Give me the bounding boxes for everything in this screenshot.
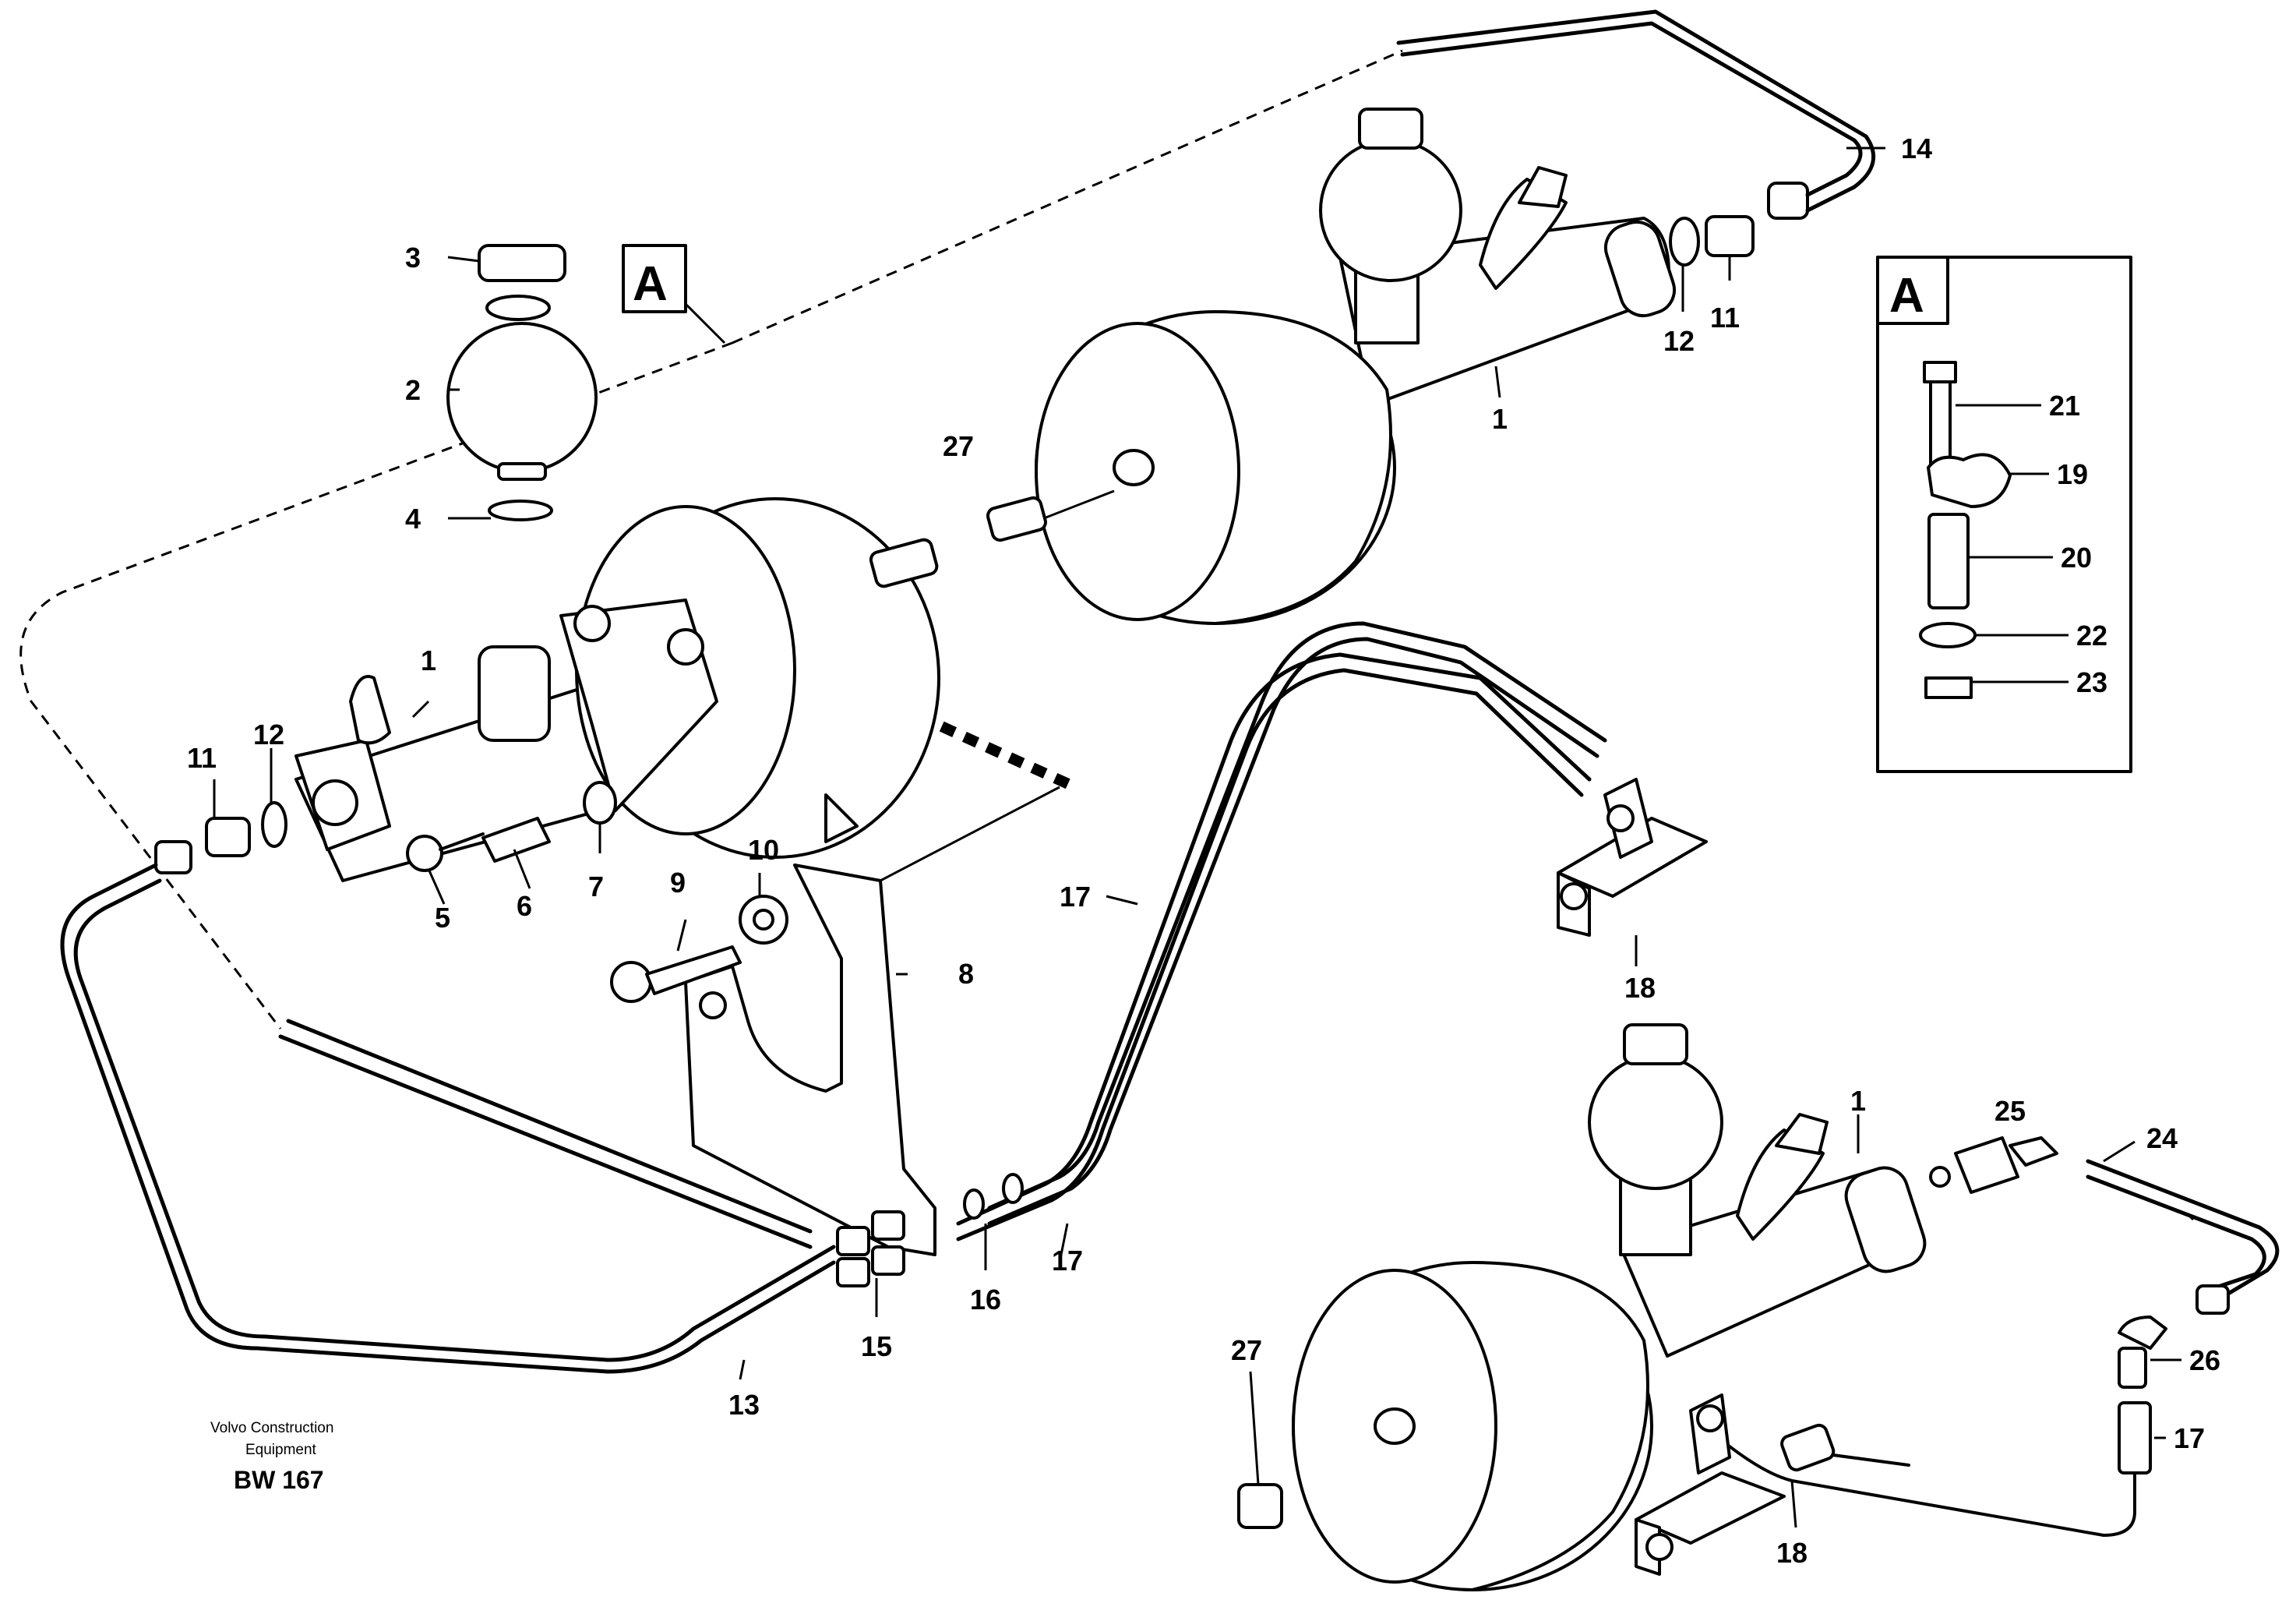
small-parts-5-6-7: [406, 781, 617, 872]
bracket-18-lower: [1635, 1393, 1836, 1576]
callout-18-lower: 18: [1776, 1537, 1808, 1569]
master-cylinder-left: [294, 244, 940, 882]
callout-leaders: [213, 147, 2195, 1528]
callout-12-left: 12: [253, 719, 284, 750]
pipes-17-middle: [956, 621, 1607, 1241]
view-marker-a: A: [622, 244, 687, 313]
callout-17-lower: 17: [1052, 1245, 1083, 1277]
inset-a: A: [1876, 256, 2132, 773]
callout-24: 24: [2146, 1122, 2178, 1154]
callout-11-right: 11: [1710, 302, 1740, 334]
callout-19: 19: [2057, 458, 2088, 490]
view-marker-letter: A: [633, 257, 668, 311]
callout-26: 26: [2189, 1344, 2220, 1376]
bracket-18-upper: [1557, 778, 1708, 937]
callout-27-bottom: 27: [1231, 1334, 1262, 1366]
caption: Volvo Construction Equipment BW 167: [210, 1420, 333, 1494]
marker-a-pointer: [680, 298, 726, 344]
callout-16: 16: [970, 1284, 1001, 1316]
brake-cylinder-bottom: [1292, 1023, 1927, 1591]
callout-8: 8: [958, 958, 974, 990]
callout-10: 10: [748, 834, 779, 866]
callouts: 3 2 4 1 11 12 5 6 7 9 10 8 27 14 12 11 1…: [187, 132, 2220, 1569]
callout-27-top: 27: [943, 430, 974, 462]
callout-6: 6: [517, 890, 532, 922]
callout-18-upper: 18: [1624, 972, 1656, 1004]
callout-25: 25: [1994, 1095, 2026, 1127]
callout-17-right: 17: [2174, 1422, 2205, 1454]
callout-23: 23: [2076, 666, 2107, 698]
callout-20: 20: [2061, 542, 2092, 574]
pipe-13: [60, 863, 836, 1374]
callout-7: 7: [588, 871, 604, 902]
bracket-8: [610, 863, 936, 1256]
left-fittings: [154, 801, 287, 874]
fittings-27-top: [869, 489, 1115, 588]
bottom-fittings: [1712, 1136, 2280, 1537]
fitting-27-bottom: [1237, 1483, 1283, 1529]
callout-9: 9: [670, 867, 686, 899]
caption-code: BW 167: [234, 1466, 324, 1494]
inset-title: A: [1889, 269, 1924, 323]
caption-line-2: Equipment: [245, 1442, 317, 1458]
callout-13: 13: [728, 1389, 760, 1421]
callout-14: 14: [1901, 132, 1932, 164]
callout-4: 4: [405, 503, 421, 535]
fittings-15-16: [836, 1173, 1024, 1287]
callout-21: 21: [2049, 390, 2080, 422]
callout-2: 2: [405, 374, 421, 406]
bracket-leader-line: [880, 786, 1060, 882]
callout-1-bottom: 1: [1850, 1085, 1866, 1117]
callout-5: 5: [435, 902, 450, 934]
callout-12-right: 12: [1663, 325, 1695, 357]
callout-15: 15: [861, 1330, 892, 1362]
callout-17-middle: 17: [1060, 881, 1091, 913]
callout-11-left: 11: [187, 742, 217, 774]
callout-1-top: 1: [1492, 403, 1508, 435]
view-dashed-line: [19, 49, 1403, 1029]
brake-cylinder-top: [1035, 108, 1677, 625]
callout-1-left: 1: [421, 645, 436, 676]
caption-line-1: Volvo Construction: [210, 1420, 333, 1436]
top-fittings: [1396, 9, 1876, 267]
callout-22: 22: [2076, 620, 2107, 652]
callout-3: 3: [405, 242, 421, 274]
